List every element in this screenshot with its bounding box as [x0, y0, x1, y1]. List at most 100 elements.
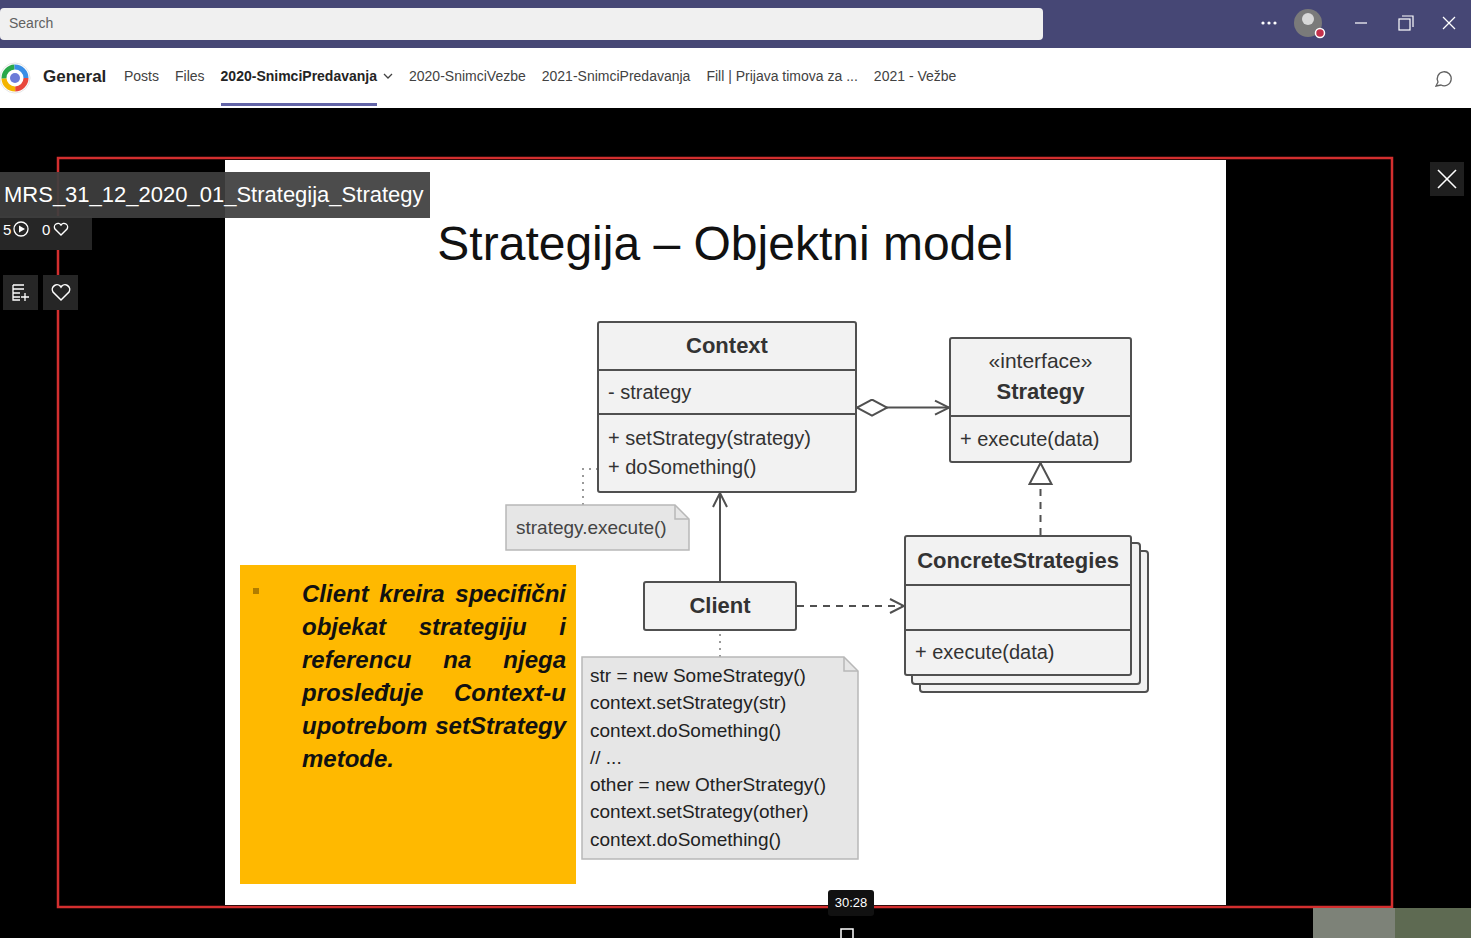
favorite-icon	[52, 285, 69, 300]
class-name: ConcreteStrategies	[917, 545, 1119, 577]
playlist-icon	[13, 285, 29, 301]
note-fold	[675, 505, 689, 519]
note-outline	[582, 657, 858, 859]
class-member: + setStrategy(strategy)	[608, 424, 846, 453]
code-line: context.setStrategy(other)	[590, 798, 848, 825]
note-text: strategy.execute()	[516, 517, 667, 539]
code-line: // ...	[590, 744, 848, 771]
realization-line	[1040, 463, 1042, 535]
video-ground	[0, 108, 1471, 938]
code-line: context.setStrategy(str)	[590, 689, 848, 716]
button-box	[3, 275, 38, 310]
note-leader	[583, 469, 597, 505]
video-title: MRS_31_12_2020_01_Strategija_Strategy	[0, 172, 430, 218]
dropdown-chevron	[383, 71, 393, 81]
note-leader	[719, 631, 721, 657]
tab-bar: Posts Files 2020-SnimciPredavanja 2020-Snim…	[124, 68, 956, 84]
class-member: + doSomething()	[608, 453, 846, 482]
close-box	[1430, 162, 1464, 196]
view-count: 5	[3, 221, 11, 238]
team-logo	[4, 67, 26, 89]
team-logo	[4, 67, 26, 89]
note-fold	[844, 657, 858, 671]
views-icon	[19, 226, 25, 233]
tab-bar-ground	[0, 48, 1471, 108]
minimize-icon	[1355, 22, 1367, 23]
views-icon	[14, 222, 28, 236]
class-section: «interface»Strategy	[951, 339, 1130, 415]
status-dot	[1316, 29, 1325, 38]
class-name: Client	[689, 590, 750, 622]
scrub-handle	[841, 929, 853, 938]
class-section: Context	[599, 323, 855, 369]
tab-label: Posts	[124, 68, 159, 84]
close-icon	[1438, 170, 1456, 188]
slide-title: Strategija – Objektni model	[225, 214, 1226, 274]
close-icon	[1443, 17, 1455, 29]
like-count: 0	[42, 221, 50, 238]
chat-icon	[1436, 72, 1451, 86]
class-section: + execute(data)	[951, 415, 1130, 461]
close-icon	[1443, 17, 1455, 29]
team-logo	[4, 67, 26, 89]
title-bar	[0, 0, 1471, 48]
callout-text: Client kreira specifični objekat strateg…	[302, 577, 566, 775]
class-member: + execute(data)	[960, 425, 1121, 454]
more-dot	[1273, 21, 1276, 24]
class-box: ConcreteStrategies + execute(data)	[904, 535, 1132, 676]
likes-icon	[54, 223, 67, 235]
team-name: General	[43, 67, 106, 87]
code-line: str = new SomeStrategy()	[590, 662, 848, 689]
code-line: other = new OtherStrategy()	[590, 771, 848, 798]
stats-box	[0, 216, 92, 250]
code-line: context.doSomething()	[590, 717, 848, 744]
aggregation-line	[857, 407, 949, 409]
class-box: Context - strategy + setStrategy(strategy)…	[597, 321, 857, 493]
class-section: Client	[645, 583, 795, 629]
note-box: strategy.execute()	[506, 505, 689, 550]
class-section: + setStrategy(strategy)+ doSomething()	[599, 413, 855, 491]
timestamp: 30:28	[828, 890, 874, 916]
class-section	[906, 584, 1130, 629]
bullet	[252, 587, 260, 595]
timestamp-box	[828, 890, 874, 916]
bullet	[253, 588, 259, 594]
callout-box: Client kreira specifični objekat strateg…	[240, 565, 576, 884]
tab-label: 2020-SnimciVezbe	[409, 68, 526, 84]
team-logo	[0, 63, 30, 93]
note-outline	[582, 657, 858, 859]
search-box	[0, 8, 1043, 40]
maximize-icon	[1399, 19, 1410, 30]
tab-label: 2020-SnimciPredavanja	[221, 68, 377, 84]
dropdown-chevron	[384, 74, 392, 78]
association-line	[719, 493, 721, 581]
camera-thumbnail	[1395, 908, 1471, 938]
slide	[225, 160, 1226, 905]
class-section: + execute(data)	[906, 629, 1130, 674]
tab-label: Fill | Prijava timova za ...	[706, 68, 857, 84]
class-box: Client	[643, 581, 797, 631]
tab-label: Files	[175, 68, 205, 84]
more-dot	[1267, 21, 1270, 24]
note-outline	[506, 505, 689, 550]
button-box	[43, 275, 78, 310]
class-name: Context	[686, 330, 768, 362]
close-icon	[1438, 170, 1456, 188]
avatar-head	[1302, 13, 1314, 25]
code-note: str = new SomeStrategy()context.setStrat…	[582, 657, 858, 859]
tab-label: 2021-SnimciPredavanja	[542, 68, 691, 84]
class-section: - strategy	[599, 369, 855, 413]
interface-box: «interface»Strategy + execute(data)	[949, 337, 1132, 463]
dependency-line	[797, 605, 904, 607]
stereotype: «interface»	[989, 346, 1093, 376]
team-logo	[4, 67, 26, 89]
class-name: Strategy	[996, 376, 1084, 408]
code-line: context.doSomething()	[590, 826, 848, 853]
class-section: ConcreteStrategies	[906, 537, 1130, 584]
tab-underline	[221, 103, 377, 106]
more-dot	[1261, 21, 1264, 24]
camera-thumbnail	[1313, 908, 1471, 938]
team-logo	[10, 73, 20, 83]
class-member: - strategy	[608, 378, 846, 407]
